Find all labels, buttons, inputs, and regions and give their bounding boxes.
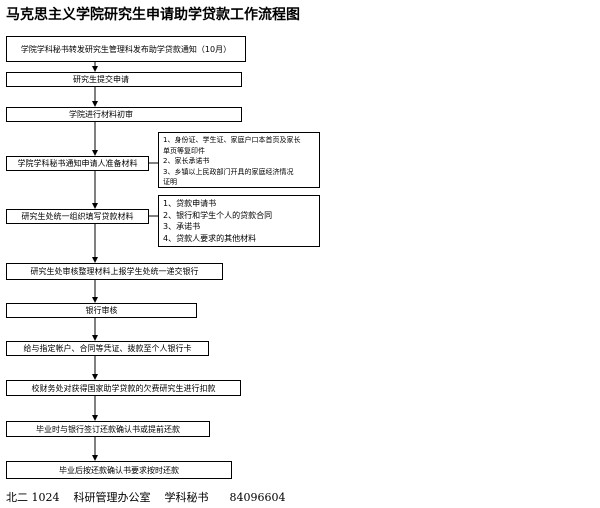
contact-room: 北二 1024 [6, 491, 60, 504]
step-10-repayment-agreement: 毕业时与银行签订还款确认书或提前还款 [6, 421, 210, 437]
note-required-materials: 1、身份证、学生证、家庭户口本首页及家长 单页等复印件 2、家长承诺书 3、乡镇… [158, 132, 320, 188]
page-title: 马克思主义学院研究生申请助学贷款工作流程图 [6, 7, 300, 23]
step-9-fee-deduction: 校财务处对获得国家助学贷款的欠费研究生进行扣款 [6, 380, 241, 396]
step-8-disbursement: 给与指定帐户、合同等凭证、拨款至个人银行卡 [6, 341, 209, 356]
step-6-submit-to-bank: 研究生处审核整理材料上报学生处统一递交银行 [6, 263, 223, 280]
note-loan-forms: 1、贷款申请书 2、银行和学生个人的贷款合同 3、承诺书 4、贷款人要求的其他材… [158, 195, 320, 247]
step-11-timely-repayment: 毕业后按还款确认书要求按时还款 [6, 461, 232, 479]
step-4-prepare-materials: 学院学科秘书通知申请人准备材料 [6, 156, 149, 171]
contact-phone: 84096604 [229, 491, 286, 504]
step-1-notice-forward: 学院学科秘书转发研究生管理科发布助学贷款通知（10月） [6, 36, 246, 62]
contact-footer: 北二 1024 科研管理办公室 学科秘书 84096604 [6, 489, 285, 505]
contact-role: 学科秘书 [164, 491, 209, 504]
step-7-bank-review: 银行审核 [6, 303, 197, 318]
step-3-initial-review: 学院进行材料初审 [6, 107, 242, 122]
step-5-fill-loan-forms: 研究生处统一组织填写贷款材料 [6, 209, 149, 224]
step-2-student-apply: 研究生提交申请 [6, 72, 242, 87]
contact-office: 科研管理办公室 [73, 491, 151, 504]
